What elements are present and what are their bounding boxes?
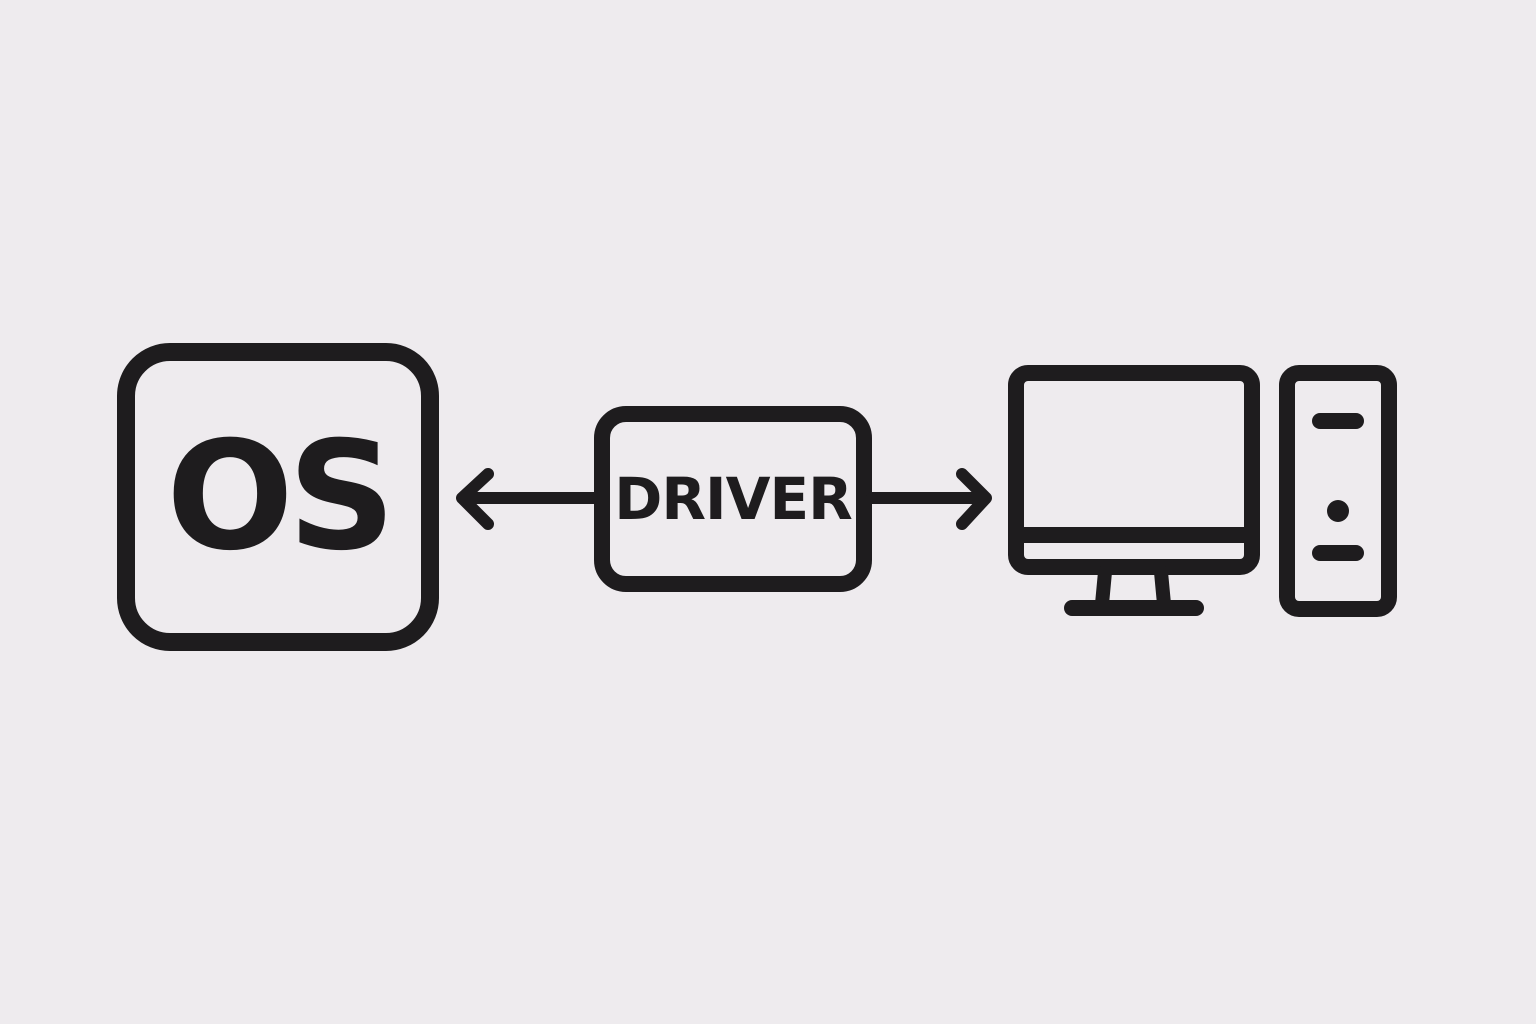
driver-box bbox=[594, 406, 872, 592]
tower-icon bbox=[1279, 365, 1397, 617]
arrow-to-hardware bbox=[866, 468, 992, 530]
driver-label: DRIVER bbox=[614, 465, 853, 533]
monitor-icon bbox=[1008, 365, 1260, 616]
arrow-to-os bbox=[456, 468, 600, 530]
os-box bbox=[117, 343, 439, 651]
os-label: OS bbox=[166, 410, 396, 584]
tower-power-dot bbox=[1327, 500, 1349, 522]
